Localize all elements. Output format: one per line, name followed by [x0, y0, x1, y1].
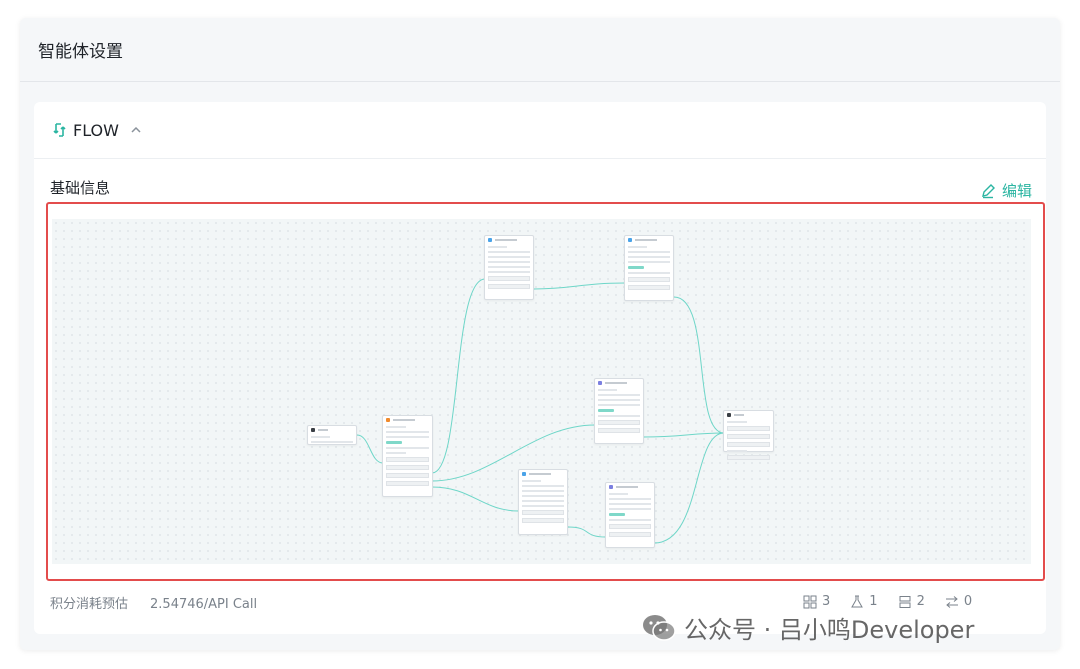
- flow-stats: 3 1 2 0: [803, 594, 992, 609]
- edge: [431, 486, 520, 512]
- edge: [642, 432, 725, 438]
- grid-icon: [803, 595, 817, 608]
- stat-flask: 1: [850, 594, 878, 609]
- flow-edges: [356, 278, 725, 544]
- stat-grid: 3: [803, 594, 830, 609]
- storage-icon: [899, 595, 911, 608]
- edit-icon: [982, 183, 995, 198]
- edge: [653, 432, 725, 544]
- edge: [356, 434, 384, 464]
- edge: [533, 282, 626, 290]
- edge: [567, 526, 607, 538]
- flow-icon: [53, 123, 66, 137]
- stat-flask-value: 1: [869, 594, 878, 609]
- flask-icon: [851, 595, 864, 607]
- cost-value: 2.54746/API Call: [150, 597, 258, 612]
- stat-storage: 2: [898, 594, 925, 609]
- flow-node-end[interactable]: [723, 410, 774, 460]
- stat-storage-value: 2: [916, 594, 925, 609]
- highlight-frame: [46, 202, 1045, 581]
- cost-estimate: 积分消耗预估 2.54746/API Call: [50, 593, 257, 612]
- edit-label: 编辑: [1001, 182, 1032, 200]
- section-title: 基础信息: [50, 179, 111, 197]
- edge: [431, 424, 596, 482]
- flow-node-start[interactable]: [307, 425, 357, 445]
- flow-node-plugin-4[interactable]: [518, 469, 568, 535]
- stat-transfer: 0: [945, 594, 972, 609]
- panel-header: 智能体设置: [20, 18, 1060, 82]
- wechat-icon: [643, 614, 676, 641]
- stat-transfer-value: 0: [963, 594, 973, 609]
- flow-node-plugin-2[interactable]: [624, 235, 674, 301]
- watermark-text: 公众号 · 吕小鸣Developer: [684, 616, 975, 644]
- chevron-up-icon[interactable]: [129, 123, 143, 137]
- stat-grid-value: 3: [822, 594, 831, 609]
- flow-node-plugin-1[interactable]: [484, 235, 534, 300]
- cost-label: 积分消耗预估: [50, 597, 129, 612]
- flow-node-llm[interactable]: [382, 415, 433, 497]
- flow-node-plugin-5[interactable]: [605, 482, 655, 548]
- edge: [673, 296, 725, 434]
- edge: [431, 278, 486, 474]
- edit-button[interactable]: 编辑: [980, 180, 1032, 201]
- watermark: 公众号 · 吕小鸣Developer: [642, 610, 974, 645]
- flow-header[interactable]: FLOW: [34, 102, 1046, 159]
- panel-title: 智能体设置: [38, 42, 123, 62]
- transfer-icon: [945, 595, 958, 608]
- flow-canvas[interactable]: [52, 219, 1031, 564]
- flow-label: FLOW: [73, 120, 119, 140]
- flow-node-plugin-3[interactable]: [594, 378, 644, 444]
